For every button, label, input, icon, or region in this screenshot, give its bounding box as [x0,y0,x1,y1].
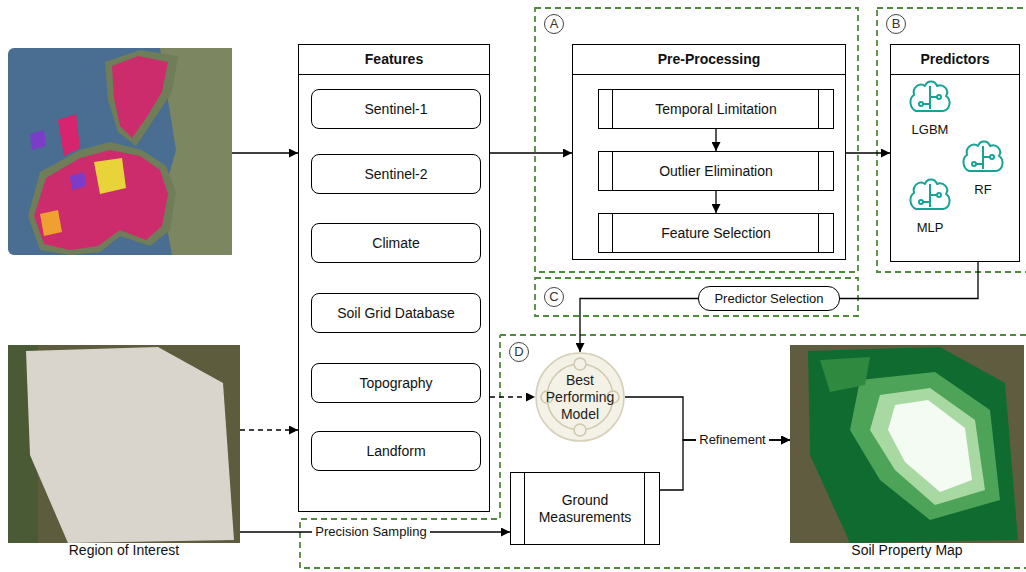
model-circle: Best Performing Model [535,352,625,442]
connector [240,429,298,430]
map-land [105,50,178,146]
map-sea [8,48,232,255]
map-land [28,142,176,255]
map-zone [870,388,985,505]
ring-dot [574,424,586,436]
preprocessing-panel: Pre-ProcessingTemporal LimitationOutlier… [572,44,846,260]
panel-heading: Pre-Processing [658,51,761,68]
callout-letter: C [544,287,564,307]
map-zone [850,372,1000,520]
photo-ground [8,345,240,543]
panel-heading: Predictors [920,51,989,68]
panel-header: Pre-Processing [573,45,845,75]
node-label: Soil Grid Database [337,305,455,322]
node-label: Topography [359,375,432,392]
node-label: Predictor Selection [714,290,823,307]
region-image: Region of Interest [8,345,240,561]
callout-letter: D [509,342,529,362]
connector [715,191,716,213]
image-caption: Soil Property Map [851,542,962,559]
node-label: Sentinel-1 [364,101,427,118]
data-source-box: Topography [311,363,481,403]
node-label: Landform [366,443,425,460]
data-source-box: Climate [311,223,481,263]
map-dots [34,150,168,250]
connector [715,129,716,151]
node-label: Best Performing Model [540,372,620,423]
connector [490,396,535,397]
node-label: Climate [372,235,419,252]
data-source-box: Landform [311,431,481,471]
node-label: Feature Selection [661,225,771,242]
callout-letter: A [544,14,564,34]
process-step: Feature Selection [598,213,834,253]
stage-region [535,8,858,272]
soil-map-picture [790,345,1024,543]
map-field [808,347,1018,543]
map-dots [94,158,126,194]
measurement-box: Ground Measurements [510,472,660,545]
stage-regions [300,8,1026,568]
map-dots [40,210,62,236]
map-zone [820,357,870,392]
europe-map [8,48,232,255]
map-ground [790,345,1024,543]
map-dots [112,56,168,138]
map-dots [30,130,46,150]
circle-fill [536,353,624,441]
map-dots [58,114,80,156]
input-arrow [232,152,298,153]
panel-header: Features [299,45,489,75]
node-label: Temporal Limitation [655,101,776,118]
connector [490,152,572,153]
panel-heading: Features [365,51,423,68]
model-name: MLP [917,220,944,236]
photo-field [26,347,234,543]
model-icon [963,142,1002,172]
node-label: Sentinel-2 [364,166,427,183]
model-icon [910,180,949,210]
map-image: Soil Property Map [790,345,1024,561]
model-icons [910,82,1002,210]
stage-region [300,335,1026,568]
map-dots [70,172,86,190]
connector [846,152,890,153]
stage-region [877,8,1026,272]
data-source-box: Sentinel-2 [311,154,481,194]
predictors-panel: Predictors [890,44,1020,262]
map-zone [888,400,972,492]
node-label: Outlier Elimination [659,163,773,180]
model-icon [910,82,949,112]
callout-letter: B [886,14,906,34]
data-source-box: Sentinel-1 [311,89,481,129]
stage-region [535,278,858,316]
process-step: Outlier Elimination [598,151,834,191]
connector-label: Refinement [696,432,768,448]
connector [580,299,698,353]
data-source-box: Soil Grid Database [311,293,481,333]
model-name: RF [974,182,991,198]
model-name: LGBM [912,122,949,138]
panel-header: Predictors [891,45,1019,75]
selection-tag: Predictor Selection [698,286,840,311]
node-label: Ground Measurements [530,492,640,526]
connector [840,262,978,299]
process-step: Temporal Limitation [598,89,834,129]
connector-label: Precision Sampling [312,524,429,540]
features-panel: FeaturesSentinel-1Sentinel-2ClimateSoil … [298,44,490,512]
field-photo [8,345,240,543]
ring-dot [574,358,586,370]
image-caption: Region of Interest [69,542,180,559]
